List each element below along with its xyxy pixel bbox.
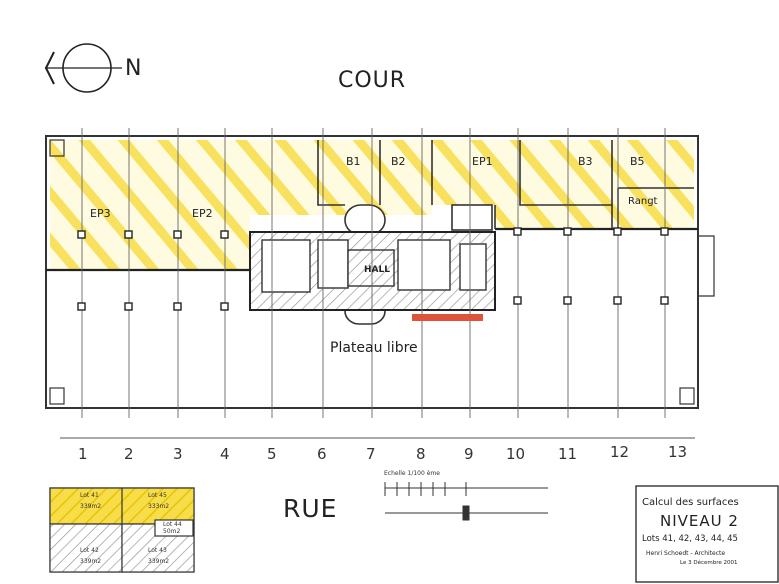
axis-label: 9 [464, 445, 474, 463]
room-plateau-libre: Plateau libre [330, 340, 418, 356]
room-b3: B3 [578, 155, 593, 168]
axis-label: 10 [506, 445, 526, 463]
cartouche-title: Calcul des surfaces [642, 497, 739, 508]
axis-label: 8 [416, 445, 426, 463]
scale-label: Echelle 1/100 ème [384, 470, 440, 477]
axis-label: 3 [173, 445, 183, 463]
legend-lot44-area: 50m2 [163, 528, 181, 535]
room-hall: HALL [364, 265, 390, 275]
legend-lot44-name: Lot 44 [163, 521, 182, 528]
legend-lot43-area: 339m2 [148, 558, 170, 565]
room-b2: B2 [391, 155, 406, 168]
axis-label: 11 [558, 445, 578, 463]
legend-lot42-area: 339m2 [80, 558, 102, 565]
legend-lot45-name: Lot 45 [148, 492, 167, 499]
axis-label: 2 [124, 445, 134, 463]
cartouche-date: Le 3 Décembre 2001 [680, 560, 738, 566]
north-arrow-icon [44, 43, 122, 93]
courtyard-label: COUR [338, 68, 407, 93]
north-label: N [125, 56, 142, 81]
axis-label: 7 [366, 445, 376, 463]
cartouche-lots: Lots 41, 42, 43, 44, 45 [642, 534, 738, 544]
axis-label: 13 [668, 443, 688, 461]
axis-label: 5 [267, 445, 277, 463]
room-b5: B5 [630, 155, 645, 168]
axis-label: 1 [78, 445, 88, 463]
axis-label: 12 [610, 443, 630, 461]
street-label: RUE [283, 494, 338, 523]
room-rangt: Rangt [628, 196, 658, 207]
cartouche-architect: Henri Schoedt - Architecte [646, 550, 726, 557]
legend-lot41-area: 339m2 [80, 503, 102, 510]
legend-lot45-area: 333m2 [148, 503, 170, 510]
cartouche-level: NIVEAU 2 [660, 512, 739, 530]
room-ep3: EP3 [90, 207, 111, 220]
room-ep2: EP2 [192, 207, 213, 220]
legend-lot43-name: Lot 43 [148, 547, 167, 554]
legend-lot42-name: Lot 42 [80, 547, 99, 554]
legend-lot41-name: Lot 41 [80, 492, 99, 499]
lots-legend [49, 487, 195, 573]
room-b1: B1 [346, 155, 361, 168]
axis-label: 6 [317, 445, 327, 463]
room-ep1: EP1 [472, 155, 493, 168]
axis-label: 4 [220, 445, 230, 463]
